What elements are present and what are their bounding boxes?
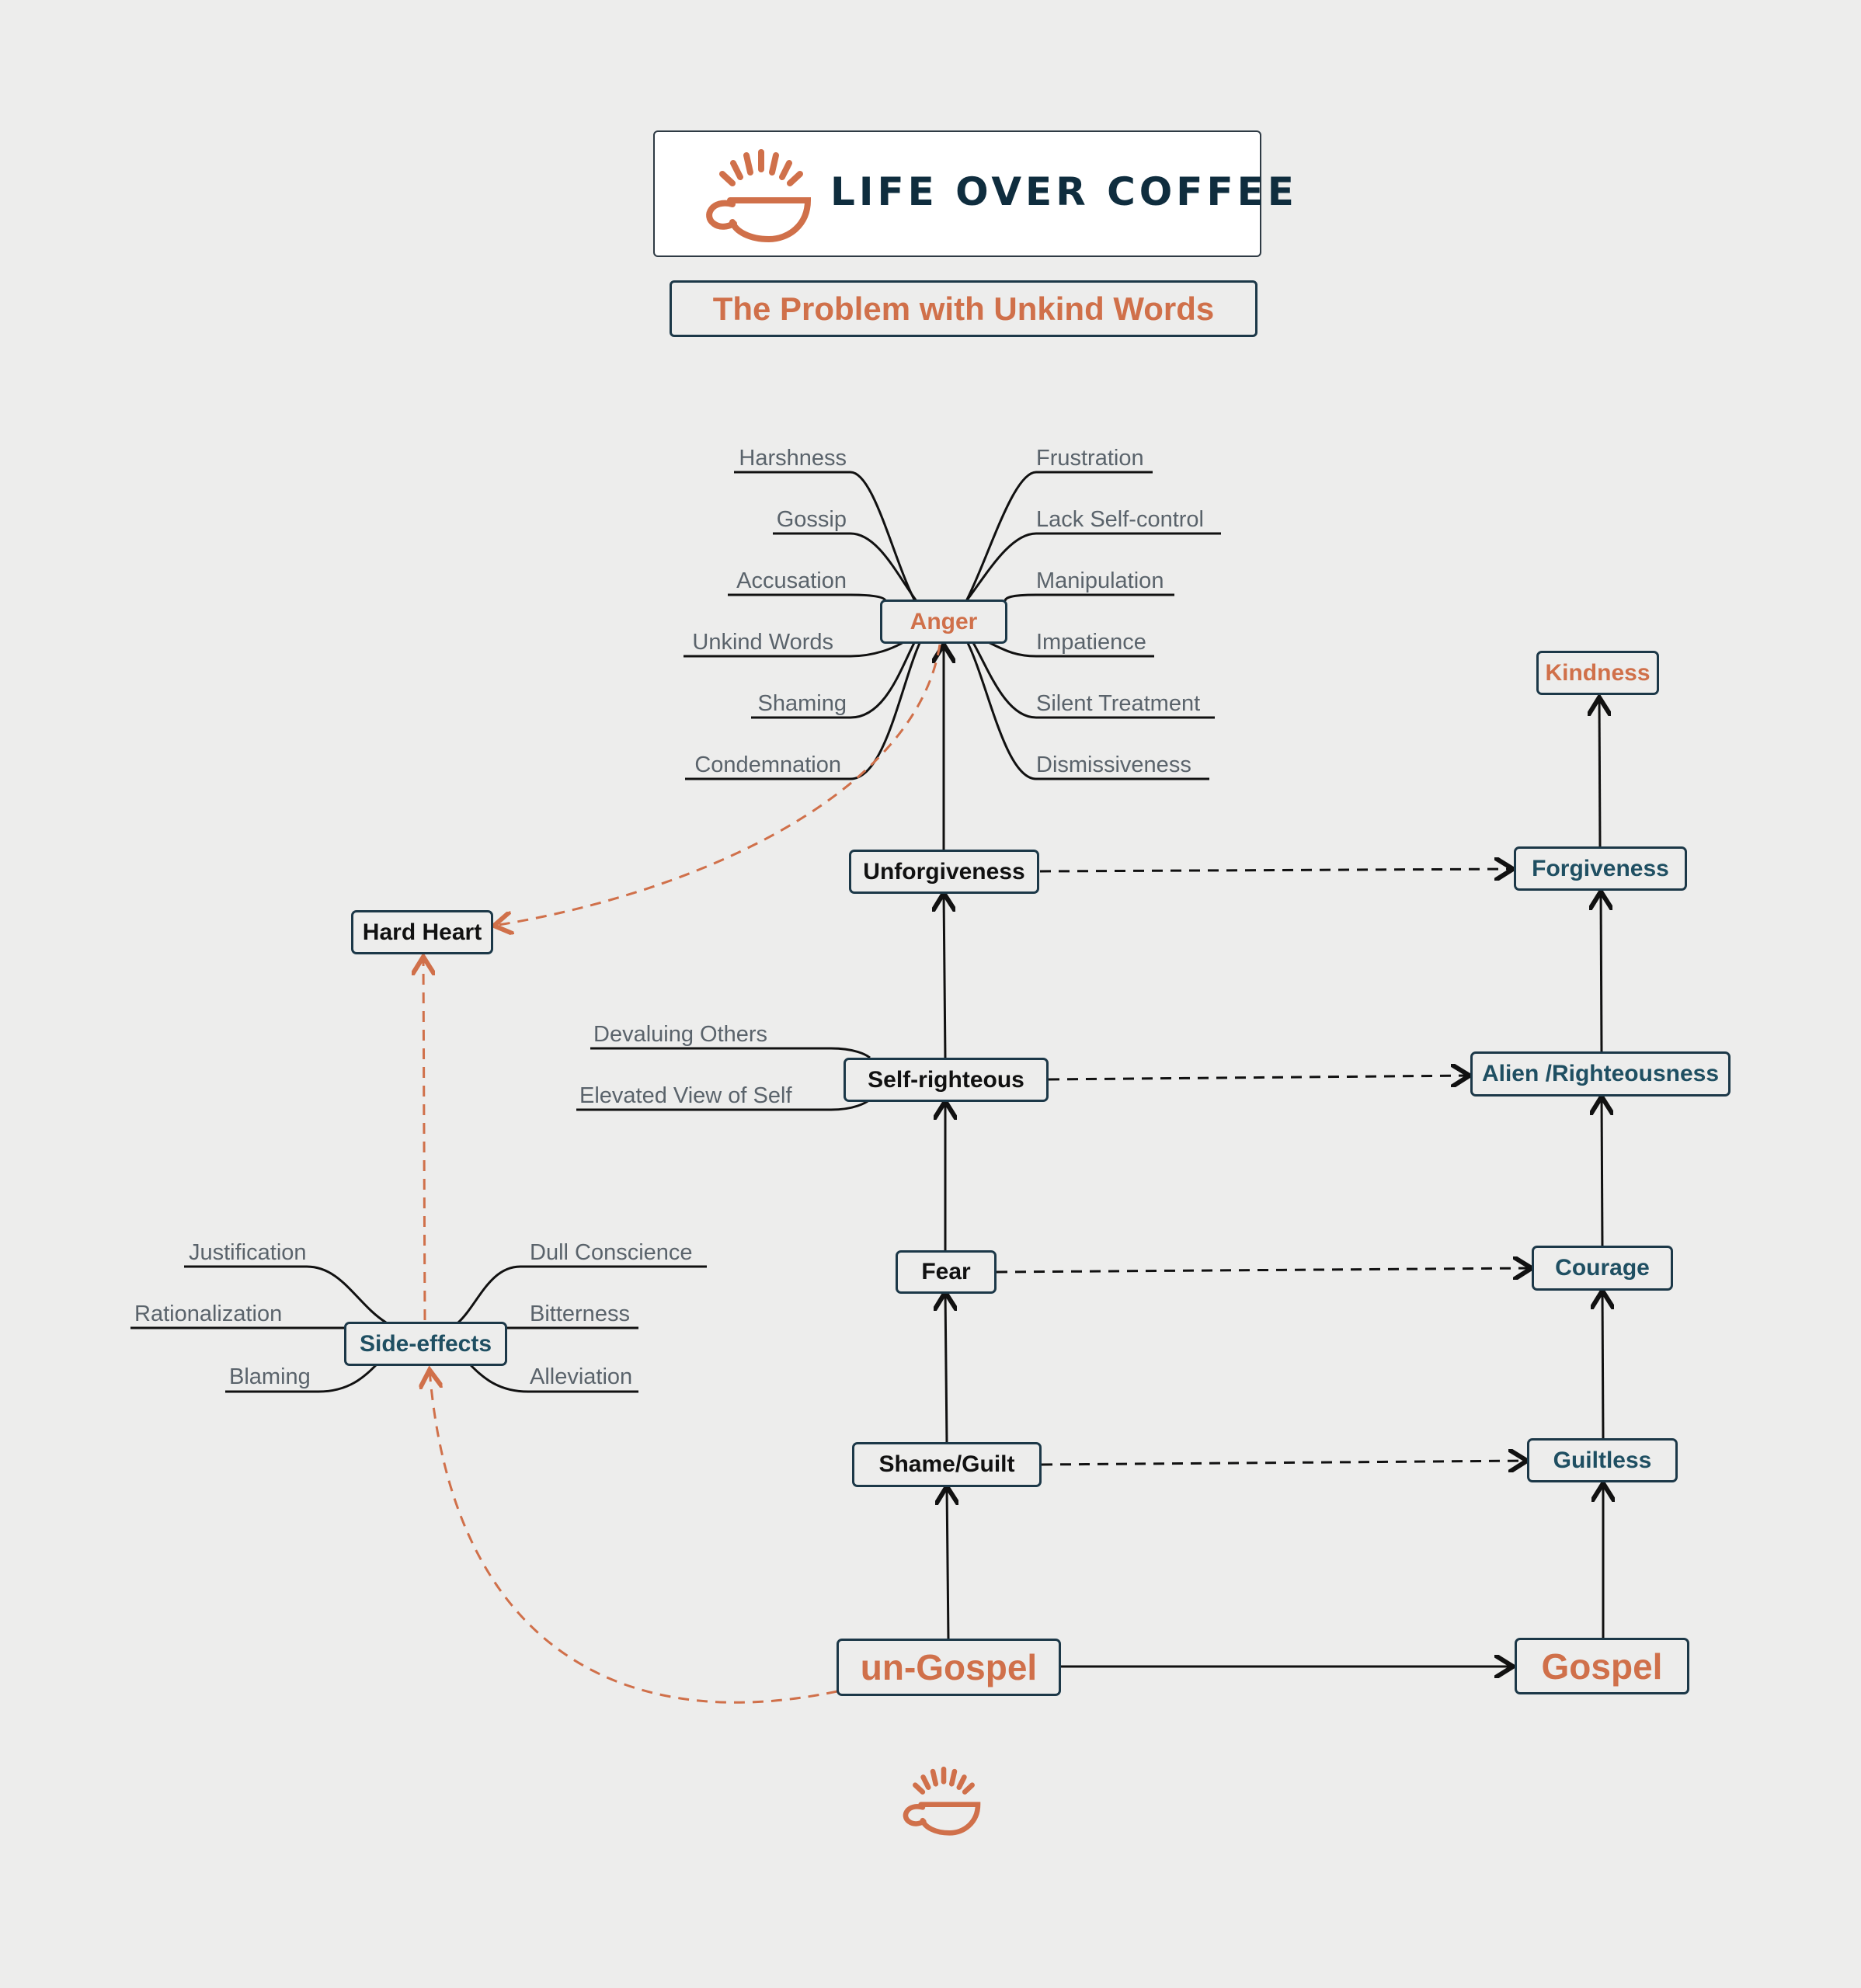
branch-devaluing-others: [590, 1047, 871, 1059]
branch-dismissiveness: [965, 641, 1209, 780]
node-guiltless: Guiltless: [1527, 1438, 1678, 1482]
branch-lack-self-control: [965, 532, 1221, 602]
page-title: The Problem with Unkind Words: [670, 280, 1257, 337]
logo-box: LIFE OVER COFFEE: [653, 130, 1294, 257]
dash-selfrighteous-alien: [1048, 1076, 1470, 1079]
dash-sideeffects-hardheart: [423, 957, 425, 1321]
leaf-rationalization: Rationalization: [134, 1302, 283, 1326]
branch-gossip: [773, 532, 918, 602]
brand-name: LIFE OVER COFFEE: [830, 169, 1298, 214]
arrow-guiltless-courage: [1602, 1291, 1603, 1439]
arrow-shame-fear: [945, 1292, 947, 1444]
branch-justification: [184, 1265, 387, 1324]
node-un-gospel: un-Gospel: [837, 1639, 1061, 1696]
leaf-gossip: Gossip: [776, 507, 847, 532]
node-gospel: Gospel: [1515, 1638, 1689, 1694]
leaf-blaming: Blaming: [229, 1364, 311, 1389]
leaf-lack-self-control: Lack Self-control: [1036, 507, 1204, 532]
arrow-selfrighteous-unforgiveness: [944, 893, 945, 1060]
branch-manipulation: [1004, 593, 1174, 602]
dash-anger-hardheart: [494, 644, 941, 926]
node-alien-righteousness: Alien /Righteousness: [1470, 1051, 1731, 1097]
leaf-justification: Justification: [189, 1240, 307, 1265]
arrow-alien-forgiveness: [1601, 891, 1602, 1054]
leaf-dull-conscience: Dull Conscience: [530, 1240, 693, 1265]
branch-blaming: [225, 1363, 378, 1393]
arrow-ungospel-shame: [947, 1486, 948, 1641]
node-unforgiveness: Unforgiveness: [849, 850, 1039, 894]
node-side-effects: Side-effects: [344, 1322, 507, 1366]
branch-frustration: [965, 471, 1153, 602]
branch-impatience: [986, 640, 1154, 658]
leaf-condemnation: Condemnation: [694, 752, 841, 777]
node-anger: Anger: [880, 600, 1007, 644]
node-fear: Fear: [896, 1250, 997, 1294]
coffee-cup-sunrise-icon: [706, 149, 812, 243]
branch-alleviation: [468, 1363, 638, 1393]
leaf-shaming: Shaming: [757, 691, 847, 716]
leaf-impatience: Impatience: [1036, 630, 1146, 655]
node-kindness: Kindness: [1536, 651, 1659, 695]
leaf-manipulation: Manipulation: [1036, 568, 1164, 593]
leaf-accusation: Accusation: [736, 568, 847, 593]
node-hard-heart: Hard Heart: [351, 910, 493, 954]
branch-accusation: [728, 593, 887, 602]
leaf-dismissiveness: Dismissiveness: [1036, 752, 1191, 777]
leaf-elevated-view-of-self: Elevated View of Self: [579, 1083, 792, 1108]
leaf-frustration: Frustration: [1036, 446, 1144, 471]
node-shame-guilt: Shame/Guilt: [852, 1442, 1042, 1487]
branch-shaming: [751, 641, 917, 719]
leaf-bitterness: Bitterness: [530, 1302, 630, 1326]
leaf-unkind-words: Unkind Words: [692, 630, 833, 655]
branch-harshness: [734, 471, 917, 602]
branch-dull-conscience: [457, 1265, 707, 1324]
dash-shame-guiltless: [1041, 1461, 1527, 1465]
node-courage: Courage: [1532, 1246, 1673, 1291]
node-forgiveness: Forgiveness: [1514, 846, 1687, 891]
leaf-silent-treatment: Silent Treatment: [1036, 691, 1201, 716]
dash-ungospel-sideeffects: [430, 1370, 838, 1704]
leaf-alleviation: Alleviation: [530, 1364, 633, 1389]
branch-silent-treatment: [971, 641, 1215, 719]
branch-unkind-words: [684, 640, 906, 658]
leaf-devaluing-others: Devaluing Others: [593, 1022, 768, 1047]
dash-fear-courage: [996, 1268, 1532, 1272]
leaf-harshness: Harshness: [739, 446, 847, 471]
dash-unforgiveness-forgiveness: [1039, 869, 1513, 871]
node-self-righteous: Self-righteous: [844, 1058, 1049, 1102]
arrow-forgiveness-kindness: [1599, 697, 1600, 847]
footer-coffee-cup-icon: [903, 1766, 981, 1836]
